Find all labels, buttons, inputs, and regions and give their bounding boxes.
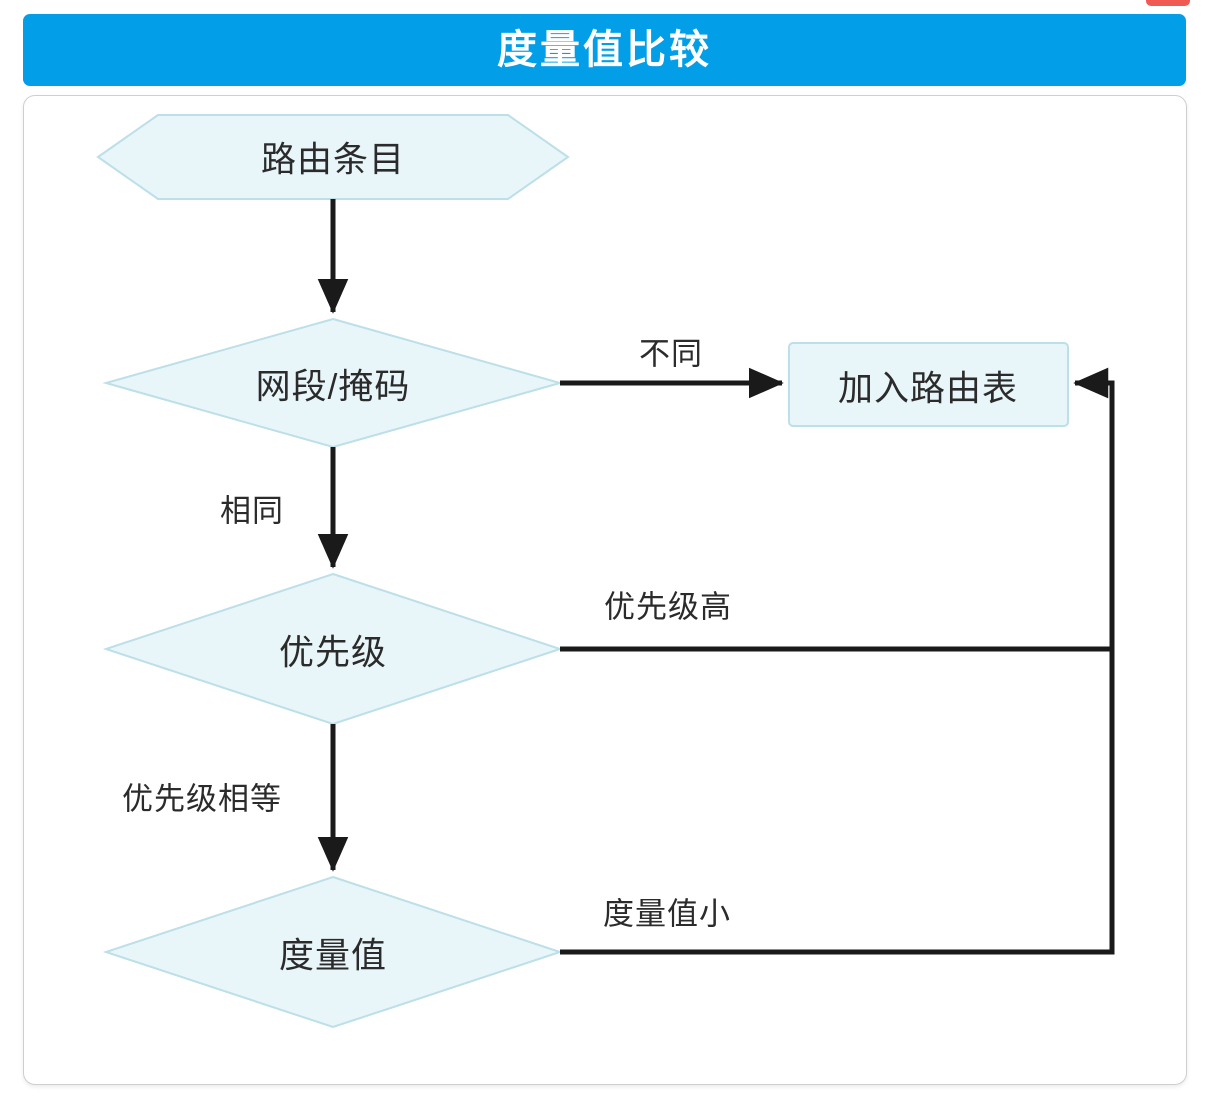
node-priority: [102, 572, 564, 726]
notification-badge: [1146, 0, 1190, 6]
node-network-mask: [102, 317, 564, 449]
edge-metric-small: [560, 367, 1115, 955]
node-metric: [102, 875, 564, 1029]
title-bar: 度量值比较: [23, 14, 1186, 86]
page-title: 度量值比较: [497, 28, 712, 72]
node-add-to-route-table: [788, 342, 1069, 427]
node-route-entry: [96, 114, 570, 200]
